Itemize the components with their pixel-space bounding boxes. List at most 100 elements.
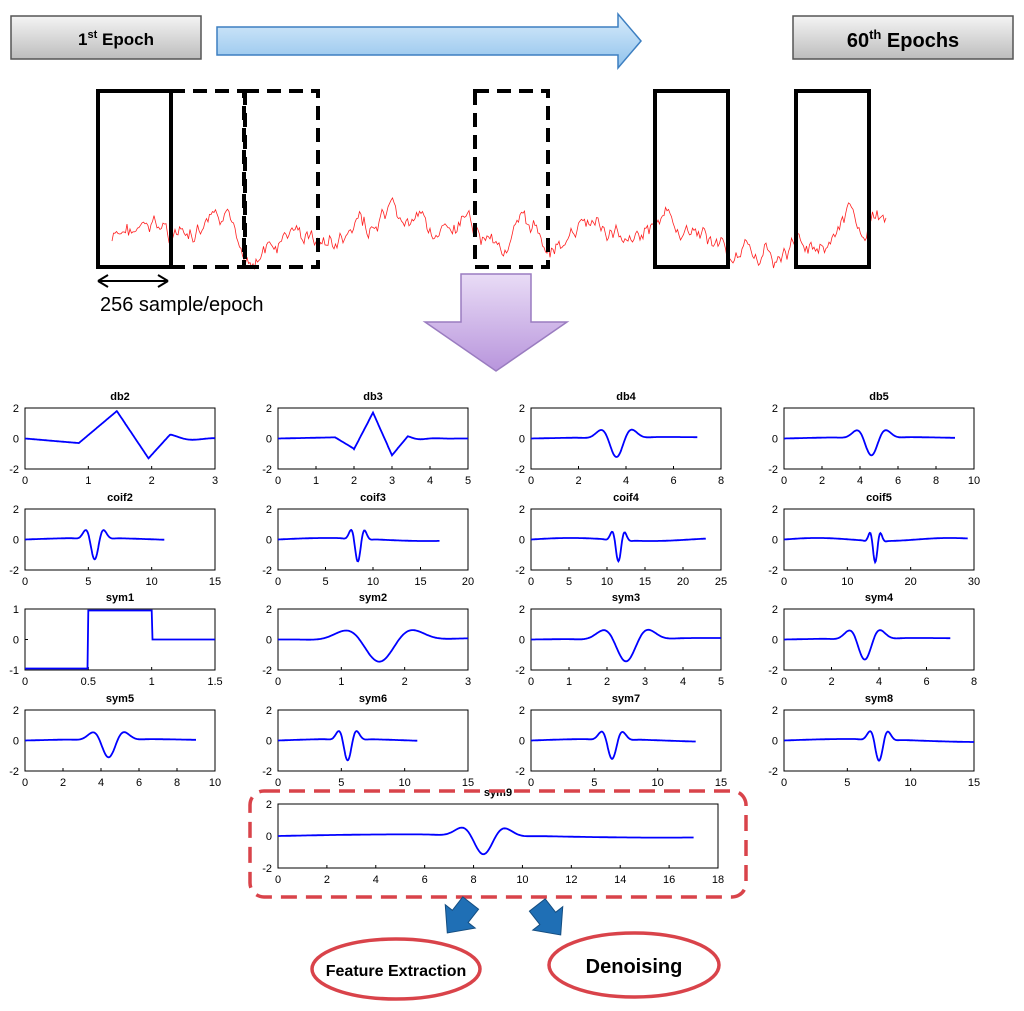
y-tick-label: 2 <box>519 403 525 415</box>
x-tick-label: 20 <box>905 576 917 588</box>
y-tick-label: 0 <box>772 434 778 446</box>
x-tick-label: 30 <box>968 576 980 588</box>
y-tick-label: -2 <box>9 464 19 476</box>
x-tick-label: 0 <box>22 676 28 688</box>
y-tick-label: 0 <box>13 635 19 647</box>
panel-title: sym3 <box>612 592 640 604</box>
feature-extraction-node: Feature Extraction <box>310 937 482 1001</box>
x-tick-label: 15 <box>209 576 221 588</box>
denoising-node: Denoising <box>547 931 721 999</box>
y-tick-label: 2 <box>266 403 272 415</box>
y-tick-label: -2 <box>262 766 272 778</box>
x-tick-label: 0 <box>528 576 534 588</box>
x-tick-label: 15 <box>462 777 474 789</box>
x-tick-label: 14 <box>614 874 626 886</box>
panel-title: sym1 <box>106 592 134 604</box>
x-tick-label: 6 <box>422 874 428 886</box>
y-tick-label: 2 <box>266 604 272 616</box>
x-tick-label: 18 <box>712 874 724 886</box>
y-tick-label: 2 <box>266 504 272 516</box>
wavelet-curve <box>278 528 440 563</box>
wavelet-curve <box>784 730 974 762</box>
panel-title: coif3 <box>360 492 386 504</box>
x-tick-label: 3 <box>465 676 471 688</box>
y-tick-label: -2 <box>768 565 778 577</box>
x-tick-label: 3 <box>389 475 395 487</box>
x-tick-label: 2 <box>324 874 330 886</box>
y-tick-label: 0 <box>772 535 778 547</box>
x-tick-label: 12 <box>565 874 577 886</box>
y-tick-label: -1 <box>9 665 19 677</box>
y-tick-label: 2 <box>13 403 19 415</box>
first-epoch-label: 1st Epoch <box>78 29 154 49</box>
x-tick-label: 0 <box>528 777 534 789</box>
y-tick-label: 0 <box>266 535 272 547</box>
x-tick-label: 5 <box>718 676 724 688</box>
x-tick-label: 8 <box>718 475 724 487</box>
x-tick-label: 6 <box>136 777 142 789</box>
x-tick-label: 15 <box>639 576 651 588</box>
y-tick-label: 0 <box>13 434 19 446</box>
y-tick-label: 2 <box>772 604 778 616</box>
x-tick-label: 20 <box>677 576 689 588</box>
y-tick-label: -2 <box>9 766 19 778</box>
x-tick-label: 25 <box>715 576 727 588</box>
x-tick-label: 10 <box>209 777 221 789</box>
x-tick-label: 16 <box>663 874 675 886</box>
y-tick-label: -2 <box>768 665 778 677</box>
x-tick-label: 6 <box>923 676 929 688</box>
last-epoch-label: 60th Epochs <box>847 27 959 52</box>
arrow-to-denoising <box>528 898 564 936</box>
panel-title: sym8 <box>865 693 893 705</box>
wavelet-curve <box>25 731 196 759</box>
epoch-window-dashed <box>473 89 550 269</box>
wavelet-curve <box>784 629 951 661</box>
wavelet-curve <box>278 410 468 458</box>
panel-title: sym4 <box>865 592 894 604</box>
x-tick-label: 4 <box>98 777 104 789</box>
y-tick-label: -2 <box>262 863 272 875</box>
x-tick-label: 20 <box>462 576 474 588</box>
wavelet-curve <box>531 428 698 458</box>
feature-extraction-label: Feature Extraction <box>326 963 466 980</box>
eeg-signal <box>111 196 887 270</box>
x-tick-label: 0 <box>22 475 28 487</box>
x-tick-label: 0 <box>781 475 787 487</box>
panel-title: db2 <box>110 391 130 403</box>
x-tick-label: 6 <box>895 475 901 487</box>
x-tick-label: 2 <box>60 777 66 789</box>
panel-title: db5 <box>869 391 889 403</box>
y-tick-label: 2 <box>519 504 525 516</box>
y-tick-label: -2 <box>515 665 525 677</box>
x-tick-label: 1 <box>149 676 155 688</box>
epoch-window-dashed <box>243 89 320 269</box>
x-tick-label: 15 <box>715 777 727 789</box>
wavelet-curve <box>24 409 216 460</box>
x-tick-label: 2 <box>149 475 155 487</box>
x-tick-label: 4 <box>427 475 433 487</box>
x-tick-label: 0 <box>528 475 534 487</box>
y-tick-label: 2 <box>13 705 19 717</box>
x-tick-label: 3 <box>212 475 218 487</box>
y-tick-label: 2 <box>519 705 525 717</box>
epoch-window-dashed <box>169 89 246 269</box>
x-tick-label: 8 <box>470 874 476 886</box>
y-tick-label: 0 <box>519 736 525 748</box>
x-tick-label: 10 <box>968 475 980 487</box>
x-tick-label: 8 <box>174 777 180 789</box>
x-tick-label: 0 <box>781 777 787 789</box>
down-arrow <box>422 273 570 372</box>
wavelet-curve <box>783 531 968 565</box>
y-tick-label: 0 <box>519 434 525 446</box>
y-tick-label: 0 <box>13 535 19 547</box>
x-tick-label: 1 <box>85 475 91 487</box>
